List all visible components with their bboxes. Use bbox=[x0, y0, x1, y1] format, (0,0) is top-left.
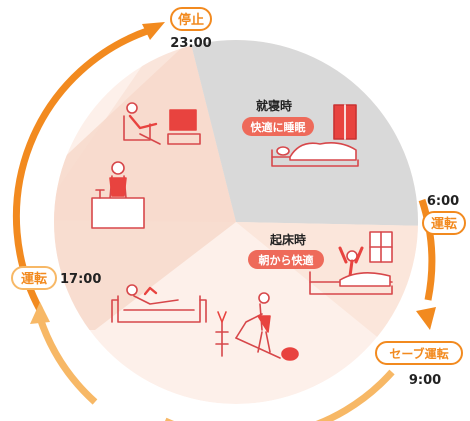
cooking-person-icon bbox=[91, 161, 145, 229]
run-marker-right: 6:00 運転 bbox=[422, 194, 466, 235]
evening-arc bbox=[12, 26, 152, 312]
save-time: 9:00 bbox=[409, 373, 441, 388]
day-arc-left bbox=[36, 316, 98, 405]
save-marker: セーブ運転 9:00 bbox=[375, 341, 463, 388]
run-marker-left: 運転 17:00 bbox=[11, 266, 101, 290]
arrow-head-left bbox=[30, 302, 50, 324]
run-badge-left bbox=[11, 266, 57, 290]
sleeping-person-bed-icon bbox=[271, 142, 359, 167]
wake-badge bbox=[248, 250, 324, 269]
stop-label: 停止 bbox=[178, 12, 204, 28]
wake-badge-text: 朝から快適 bbox=[259, 253, 314, 267]
vacuuming-person-icon bbox=[215, 292, 299, 361]
armchair-tv-icon bbox=[123, 102, 201, 145]
stop-marker: 停止 23:00 bbox=[170, 7, 212, 51]
sleep-title: 就寝時 bbox=[256, 98, 292, 113]
arrow-head-top bbox=[142, 22, 165, 40]
save-badge bbox=[375, 341, 463, 365]
run-label-left: 運転 bbox=[21, 271, 47, 287]
run-time-left: 17:00 bbox=[60, 272, 101, 287]
run-label-right: 運転 bbox=[431, 216, 457, 232]
stop-badge bbox=[170, 7, 212, 31]
day-arc bbox=[165, 369, 395, 421]
reading-on-sofa-icon bbox=[111, 284, 207, 323]
run-badge-right bbox=[422, 211, 466, 235]
waking-person-bed-icon bbox=[309, 246, 393, 295]
window-morning-icon bbox=[369, 231, 393, 263]
sleep-segment-labels: 就寝時 快適に睡眠 bbox=[242, 98, 314, 136]
sleep-badge bbox=[242, 117, 314, 136]
stop-time: 23:00 bbox=[170, 36, 211, 51]
sleep-badge-text: 快適に睡眠 bbox=[250, 120, 306, 134]
wake-segment-labels: 起床時 朝から快適 bbox=[248, 232, 324, 269]
run-time-right: 6:00 bbox=[427, 194, 459, 209]
window-night-icon bbox=[333, 104, 357, 140]
arrow-head-right bbox=[416, 307, 436, 330]
save-label: セーブ運転 bbox=[389, 346, 448, 361]
morning-arc bbox=[418, 198, 436, 301]
wake-title: 起床時 bbox=[269, 232, 306, 247]
cycle-arcs bbox=[12, 22, 436, 421]
